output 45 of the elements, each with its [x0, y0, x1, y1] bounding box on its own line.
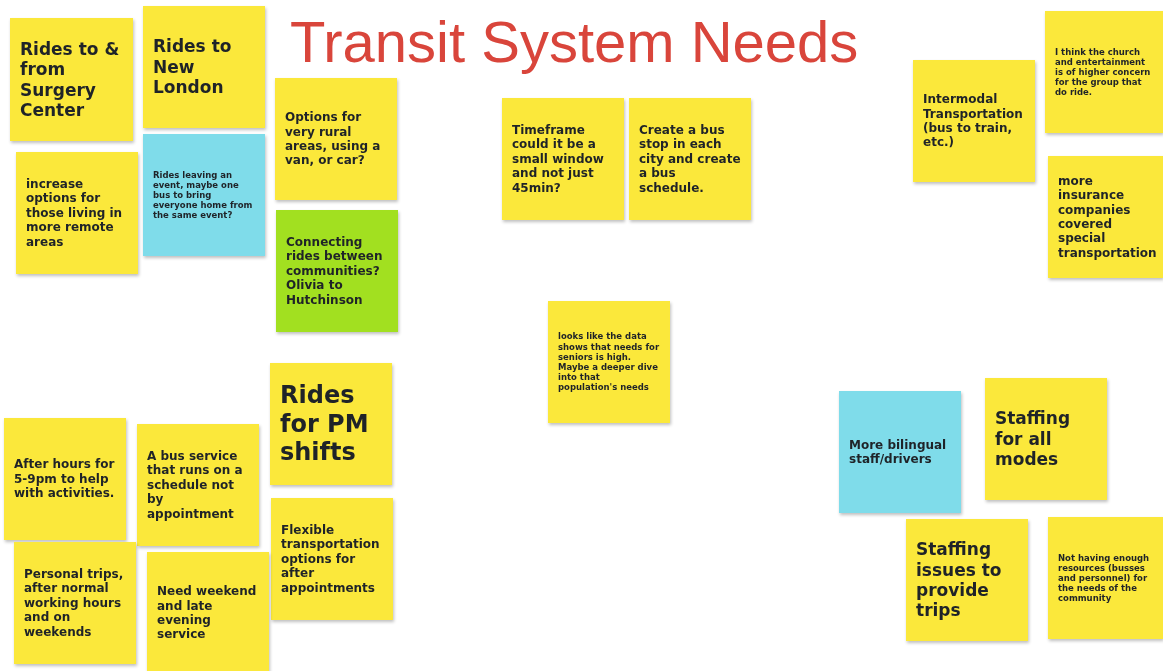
note-text: Personal trips, after normal working hours and on weekends	[24, 567, 125, 639]
sticky-note	[270, 363, 392, 485]
note-text: More bilingual staff/drivers	[849, 437, 948, 467]
note-text: more insurance companies covered special transportation	[1058, 173, 1157, 261]
sticky-note	[548, 301, 670, 423]
note-text: A bus service that runs on a schedule not by appointment	[147, 449, 244, 521]
note-text: Staffing issues to provide trips	[916, 539, 1003, 621]
note-text: Intermodal Transportation (bus to train, etc.)	[923, 92, 1024, 150]
sticky-note	[502, 98, 624, 220]
sticky-note	[1048, 517, 1163, 639]
sticky-note	[629, 98, 751, 220]
sticky-note	[275, 78, 397, 200]
note-text: Timeframe could it be a small window and not just 45min?	[512, 123, 605, 195]
note-text: I think the church and entertainment is of higher concern for the group that do ride.	[1055, 46, 1152, 98]
note-text: After hours for 5-9pm to help with activities.	[14, 457, 116, 501]
sticky-note	[10, 18, 133, 141]
sticky-note	[16, 152, 138, 274]
sticky-note	[137, 424, 259, 546]
note-text: Need weekend and late evening service	[157, 584, 258, 642]
sticky-note	[143, 134, 265, 256]
note-text: Rides leaving an event, maybe one bus to bring everyone home from the same event?	[153, 169, 254, 221]
sticky-note	[271, 498, 393, 620]
note-text: Not having enough resources (busses and personnel) for the needs of the community	[1058, 552, 1151, 604]
note-text: Create a bus stop in each city and create a bus schedule.	[639, 123, 741, 195]
note-text: Options for very rural areas, using a van, or car?	[285, 110, 382, 168]
note-text: Flexible transportation options for after appointments	[281, 523, 381, 595]
board-title: Transit System Needs	[290, 8, 859, 75]
note-text: Rides to New London	[153, 36, 233, 98]
sticky-note	[1048, 156, 1163, 278]
note-text: Rides to & from Surgery Center	[20, 38, 121, 121]
sticky-note	[913, 60, 1035, 182]
sticky-note	[985, 378, 1107, 500]
note-text: Rides for PM shifts	[280, 380, 370, 468]
sticky-note	[839, 391, 961, 513]
note-text: Staffing for all modes	[995, 408, 1072, 470]
note-text: increase options for those living in more remote areas	[26, 177, 124, 249]
sticky-note	[4, 418, 126, 540]
note-text: Connecting rides between communities? Olivia to Hutchinson	[286, 235, 384, 307]
sticky-note	[14, 542, 136, 664]
sticky-note	[276, 210, 398, 332]
sticky-note	[1045, 11, 1163, 133]
note-text: looks like the data shows that needs for seniors is high. Maybe a deeper dive into that population's needs	[558, 331, 660, 393]
sticky-note	[147, 552, 269, 671]
sticky-note	[906, 519, 1028, 641]
sticky-note	[143, 6, 265, 128]
